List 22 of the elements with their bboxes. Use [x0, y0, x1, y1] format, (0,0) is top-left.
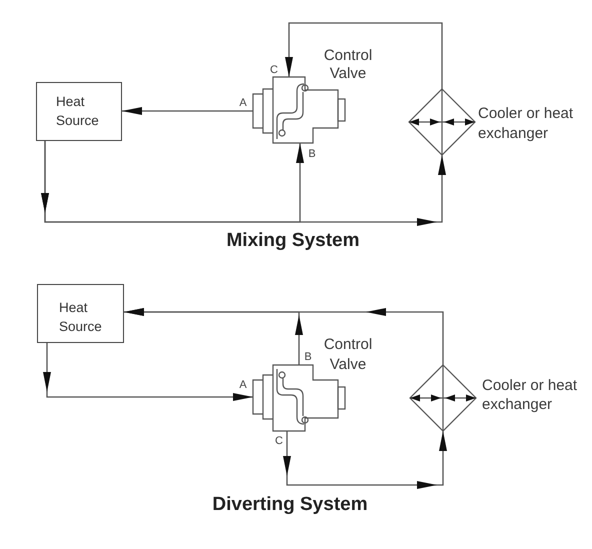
diagram-caption: Mixing System — [226, 230, 360, 252]
flow-arrow — [124, 308, 444, 365]
diagram-caption: Diverting System — [212, 494, 368, 516]
port-letter: A — [239, 379, 247, 391]
process-box — [37, 284, 124, 343]
node-caption: Control Valve — [322, 335, 374, 375]
port-letter: B — [304, 351, 312, 363]
flow-arrow — [283, 431, 447, 489]
node-caption: Cooler or heat exchanger — [482, 376, 578, 414]
box-label: Heat Source — [56, 93, 100, 130]
port-letter: B — [308, 148, 316, 160]
process-box — [36, 82, 122, 141]
node-caption: Cooler or heat exchanger — [478, 104, 574, 144]
flow-arrow — [285, 22, 443, 89]
flow-arrow — [122, 107, 253, 115]
box-label: Heat Source — [59, 299, 103, 336]
port-letter: A — [239, 97, 247, 109]
port-letter: C — [275, 435, 283, 447]
port-letter: C — [270, 64, 278, 76]
node-caption: Control Valve — [322, 47, 374, 83]
flow-arrow — [43, 343, 253, 401]
flow-arrow — [41, 141, 304, 223]
